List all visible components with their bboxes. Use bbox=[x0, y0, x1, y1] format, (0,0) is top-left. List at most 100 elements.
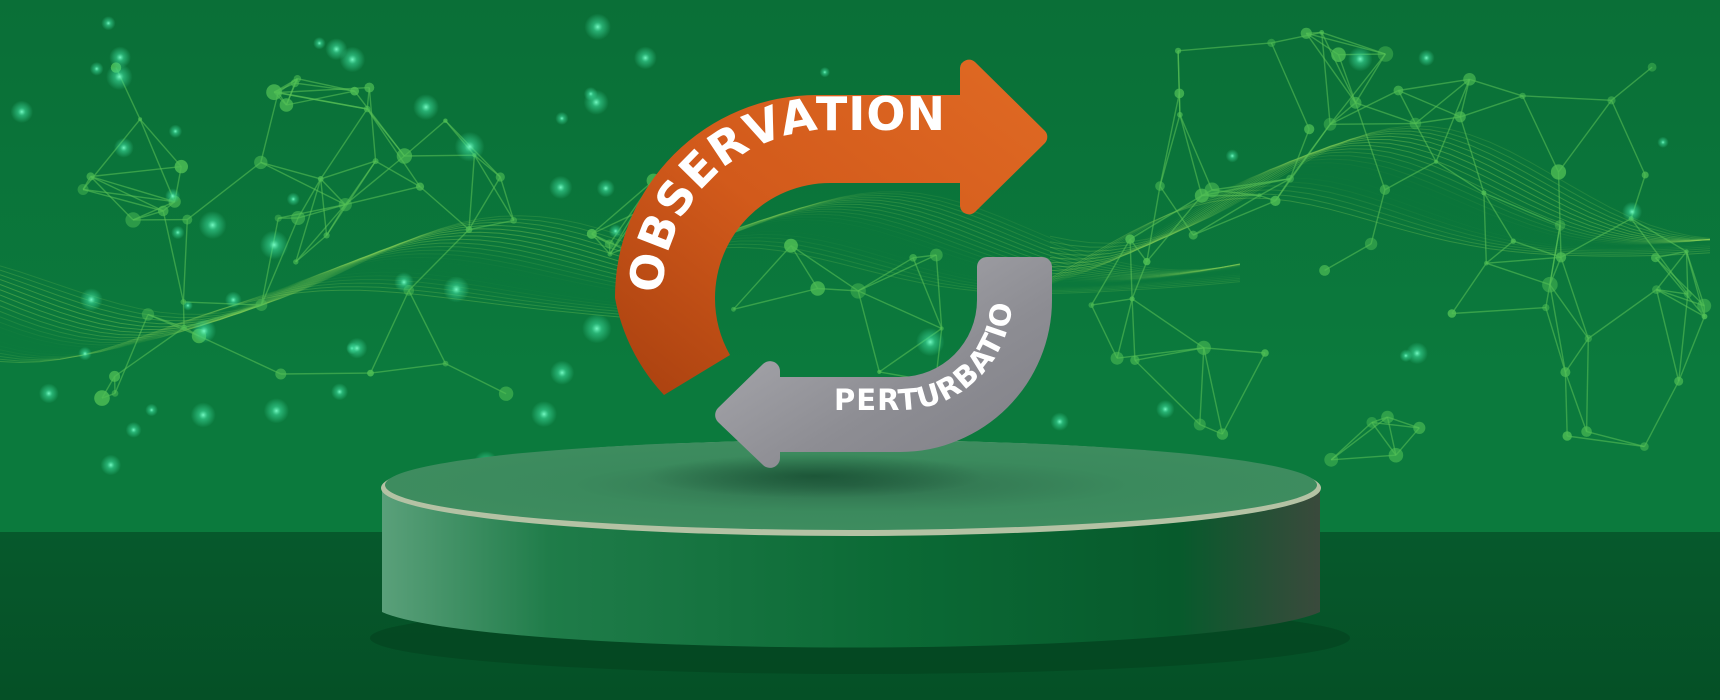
network-node bbox=[1177, 111, 1183, 118]
network-link bbox=[1330, 416, 1388, 461]
network-link bbox=[1330, 122, 1416, 125]
wave-line bbox=[0, 242, 701, 339]
wave-line bbox=[0, 253, 701, 346]
wave-line bbox=[0, 218, 701, 319]
network-node bbox=[317, 176, 324, 182]
network-node bbox=[1174, 88, 1185, 99]
network-node bbox=[442, 360, 449, 367]
network-node bbox=[1331, 47, 1346, 62]
network-link bbox=[790, 245, 819, 289]
network-node bbox=[1697, 298, 1712, 313]
network-node bbox=[850, 283, 866, 299]
network-link bbox=[1567, 435, 1645, 448]
glow-particle bbox=[106, 63, 133, 90]
network-node bbox=[1110, 351, 1124, 365]
network-link bbox=[499, 176, 515, 221]
network-link bbox=[1212, 189, 1260, 197]
network-node bbox=[1204, 182, 1220, 198]
network-link bbox=[1146, 185, 1161, 262]
network-link bbox=[1179, 114, 1203, 196]
network-link bbox=[1192, 200, 1276, 236]
network-link bbox=[90, 176, 134, 221]
network-node bbox=[1088, 302, 1095, 308]
glow-particle bbox=[634, 46, 657, 70]
network-node bbox=[1684, 249, 1689, 254]
network-link bbox=[1329, 89, 1399, 125]
network-node bbox=[1130, 355, 1140, 365]
network-link bbox=[1656, 288, 1705, 307]
glow-particle bbox=[1622, 201, 1643, 222]
network-link bbox=[1656, 288, 1688, 295]
network-node bbox=[367, 369, 374, 377]
network-node bbox=[109, 370, 121, 382]
network-node bbox=[1155, 181, 1165, 191]
glow-particle bbox=[339, 46, 366, 73]
wave-line bbox=[1049, 151, 1711, 278]
glow-particle bbox=[331, 383, 349, 401]
network-node bbox=[1581, 426, 1592, 437]
network-link bbox=[468, 176, 501, 230]
wave-line bbox=[1049, 158, 1711, 283]
network-link bbox=[1655, 250, 1687, 259]
network-link bbox=[370, 362, 446, 374]
network-link bbox=[320, 108, 368, 180]
network-node bbox=[810, 281, 825, 296]
glow-particle bbox=[182, 300, 193, 311]
network-link bbox=[369, 290, 410, 374]
network-link bbox=[1179, 114, 1213, 191]
network-node bbox=[125, 212, 141, 228]
network-node bbox=[877, 369, 882, 374]
glow-particle bbox=[10, 100, 34, 124]
network-link bbox=[1460, 95, 1523, 118]
network-link bbox=[1486, 262, 1551, 286]
glow-particle bbox=[346, 337, 368, 359]
wave-line bbox=[0, 282, 701, 361]
glow-particle bbox=[394, 272, 414, 293]
network-node bbox=[174, 159, 188, 174]
network-link bbox=[1654, 257, 1706, 317]
network-link bbox=[1678, 316, 1706, 382]
network-link bbox=[1330, 421, 1373, 461]
network-node bbox=[1319, 30, 1325, 35]
network-link bbox=[286, 90, 355, 106]
network-link bbox=[1398, 78, 1470, 92]
network-link bbox=[1451, 306, 1546, 315]
network-link bbox=[1655, 289, 1680, 382]
network-node bbox=[1584, 334, 1593, 343]
network-link bbox=[1451, 262, 1487, 314]
network-link bbox=[1414, 123, 1437, 163]
network-link bbox=[1564, 371, 1588, 432]
wave-line bbox=[0, 275, 701, 358]
network-node bbox=[1349, 96, 1362, 109]
network-node bbox=[323, 232, 330, 239]
network-link bbox=[1678, 294, 1689, 382]
network-link bbox=[139, 118, 182, 168]
glow-particle bbox=[549, 175, 573, 199]
network-node bbox=[255, 299, 268, 311]
network-node bbox=[350, 86, 359, 96]
glow-particle bbox=[819, 67, 830, 78]
network-node bbox=[909, 253, 917, 262]
network-node bbox=[372, 158, 379, 165]
network-node bbox=[465, 226, 473, 233]
network-link bbox=[1090, 304, 1118, 359]
network-link bbox=[162, 210, 185, 303]
wave-line bbox=[0, 228, 701, 328]
network-link bbox=[1211, 178, 1291, 191]
network-node bbox=[1641, 171, 1649, 179]
network-link bbox=[147, 313, 200, 337]
wave-line bbox=[0, 286, 701, 362]
network-node bbox=[1674, 376, 1684, 386]
wave-line bbox=[1049, 193, 1711, 281]
network-link bbox=[280, 372, 371, 375]
network-node bbox=[1125, 234, 1135, 244]
network-link bbox=[1564, 338, 1589, 373]
network-link bbox=[345, 185, 421, 206]
curved-arrow-right-icon bbox=[614, 59, 1048, 395]
network-link bbox=[1090, 238, 1131, 306]
network-node bbox=[1261, 349, 1269, 357]
network-node bbox=[1640, 442, 1649, 451]
network-node bbox=[1647, 62, 1657, 72]
network-link bbox=[1305, 32, 1357, 104]
network-link bbox=[1559, 225, 1562, 258]
